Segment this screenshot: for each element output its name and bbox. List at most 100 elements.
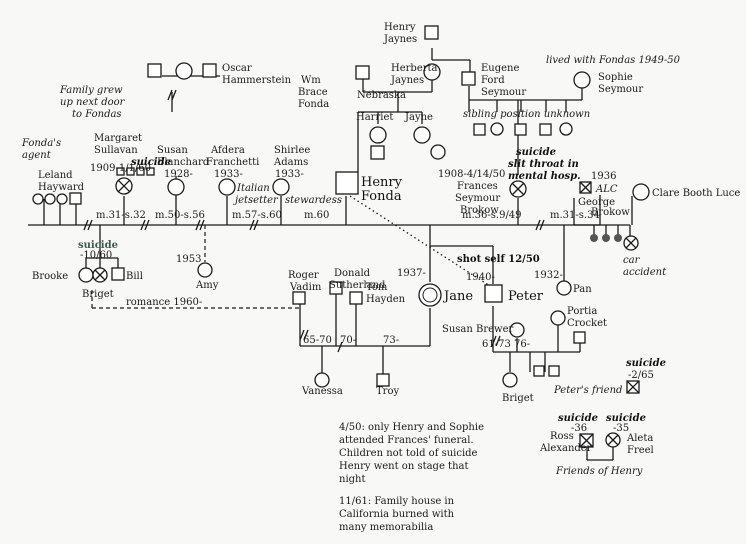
henry-jaynes-square bbox=[424, 25, 439, 40]
henry-fonda-label-1: Henry bbox=[361, 175, 403, 190]
margaret-circle bbox=[115, 177, 133, 195]
shirlee-circle bbox=[272, 178, 290, 196]
lived-with-note: lived with Fondas 1949-50 bbox=[546, 55, 681, 66]
connecting-lines bbox=[28, 48, 633, 461]
aleta-label-2: Freel bbox=[627, 445, 654, 456]
sibling-2 bbox=[490, 122, 504, 136]
peter-square bbox=[484, 284, 503, 303]
shirlee-label-1: Shirlee bbox=[274, 145, 310, 156]
peters-friend-label: Peter's friend bbox=[553, 385, 622, 396]
donald-label-2: Sutherland bbox=[329, 280, 386, 291]
peters-friend-suicide: suicide bbox=[626, 358, 666, 369]
note1-line4: Henry went on stage that bbox=[339, 461, 469, 472]
peters-friend-date: -2/65 bbox=[628, 370, 654, 381]
george-label-1: George bbox=[578, 197, 615, 208]
henry-fonda-square bbox=[335, 171, 359, 195]
henry-jaynes-label-2: Jaynes bbox=[383, 34, 417, 45]
note2-line2: California burned with bbox=[339, 509, 455, 520]
romance-note: romance 1960- bbox=[126, 297, 202, 308]
afdera-circle bbox=[218, 178, 236, 196]
friends-of-henry-label: Friends of Henry bbox=[555, 466, 643, 477]
car-accident-2: accident bbox=[623, 267, 667, 278]
portia-kids bbox=[533, 331, 586, 377]
tom-label-1: Tom bbox=[366, 282, 388, 293]
susan-blanchard-circle bbox=[167, 178, 185, 196]
sutherland-years: 70- bbox=[340, 335, 356, 346]
family-grew-3: to Fondas bbox=[72, 109, 122, 120]
briget-suicide: suicide bbox=[78, 240, 118, 251]
shirlee-dates: 1933- bbox=[275, 169, 304, 180]
sibling-3 bbox=[514, 123, 527, 136]
fondas-agent-2: agent bbox=[22, 150, 52, 161]
susan-b-label-2: Blanchard bbox=[157, 157, 210, 168]
jayne-circle bbox=[413, 126, 431, 144]
peter-label: Peter bbox=[508, 289, 544, 304]
afdera-label-1: Afdera bbox=[210, 145, 245, 156]
clare-children bbox=[590, 234, 639, 251]
m3-label: m.57-s.60 bbox=[232, 210, 282, 221]
henry-fonda-label-2: Fonda bbox=[361, 189, 402, 204]
shirlee-label-2: Adams bbox=[273, 157, 308, 168]
labels: Henry Jaynes Oscar Hammerstein Herberta … bbox=[21, 22, 740, 533]
eugene-label-1: Eugene bbox=[481, 63, 520, 74]
ross-label-2: Alexander bbox=[539, 443, 592, 454]
vanessa-label: Vanessa bbox=[301, 386, 343, 397]
car-accident-1: car bbox=[623, 255, 641, 266]
amy-date: 1953 bbox=[176, 254, 201, 265]
sophie-label-1: Sophie bbox=[598, 72, 633, 83]
oscar-label-2: Hammerstein bbox=[222, 75, 292, 86]
jane-circle bbox=[418, 283, 442, 307]
vadim-years: 65-70 bbox=[303, 335, 332, 346]
tom-label-2: Hayden bbox=[366, 294, 406, 305]
briget2-label: Briget bbox=[502, 393, 534, 404]
roger-label-1: Roger bbox=[288, 270, 319, 281]
oscar-mother-circle bbox=[175, 62, 193, 80]
m4-label: m.60 bbox=[304, 210, 329, 221]
herberta-circle bbox=[423, 63, 441, 81]
oscar-father-square bbox=[147, 63, 162, 78]
troy-square bbox=[376, 373, 390, 387]
harriet-child-square bbox=[370, 145, 385, 160]
stewardess-label: stewardess bbox=[285, 195, 342, 206]
m6-label: m.31-s.34 bbox=[550, 210, 600, 221]
m1-label: m.31-s.32 bbox=[96, 210, 146, 221]
m5-label: m.36-s.9/49 bbox=[462, 210, 522, 221]
portia-circle bbox=[550, 310, 566, 326]
leland-label-1: Leland bbox=[38, 170, 73, 181]
margaret-label-2: Sullavan bbox=[94, 145, 138, 156]
pan-label: Pan bbox=[573, 284, 592, 295]
alc-label: ALC bbox=[595, 184, 618, 195]
pan-circle bbox=[556, 280, 572, 296]
nebraska-label: Nebraska bbox=[357, 90, 406, 101]
frances-label-2: Seymour bbox=[455, 193, 500, 204]
wm-label-2: Brace bbox=[298, 87, 328, 98]
frances-dates: 1908-4/14/50 bbox=[438, 169, 505, 180]
wm-label-3: Fonda bbox=[298, 99, 329, 110]
ross-date: -36 bbox=[571, 423, 587, 434]
note1-line1: 4/50: only Henry and Sophie bbox=[339, 422, 484, 433]
sibling-1 bbox=[473, 123, 486, 136]
afdera-label-2: Franchetti bbox=[206, 157, 259, 168]
peter-m2-years: 76- bbox=[514, 339, 530, 350]
henry-jaynes-label-1: Henry bbox=[384, 22, 416, 33]
oscar-label-1: Oscar bbox=[222, 63, 252, 74]
italian-2: jetsetter bbox=[233, 195, 279, 206]
frances-suicide-3: mental hosp. bbox=[508, 171, 581, 182]
donald-label-1: Donald bbox=[334, 268, 371, 279]
brooke-circle bbox=[78, 267, 94, 283]
bill-label: Bill bbox=[126, 271, 143, 282]
aleta-suicide: suicide bbox=[606, 413, 646, 424]
margaret-label-1: Margaret bbox=[94, 133, 142, 144]
family-grew-2: up next door bbox=[60, 97, 126, 108]
roger-square bbox=[292, 291, 306, 305]
note1-line3: Children not told of suicide bbox=[339, 448, 478, 459]
sibling-4 bbox=[539, 123, 552, 136]
jane-date: 1937- bbox=[397, 268, 426, 279]
susan-brewer-circle bbox=[509, 322, 525, 338]
eugene-square bbox=[461, 71, 476, 86]
briget1-dates: -10/60 bbox=[80, 250, 112, 261]
brooke-label: Brooke bbox=[32, 271, 68, 282]
margaret-suicide: suicide bbox=[131, 157, 171, 168]
